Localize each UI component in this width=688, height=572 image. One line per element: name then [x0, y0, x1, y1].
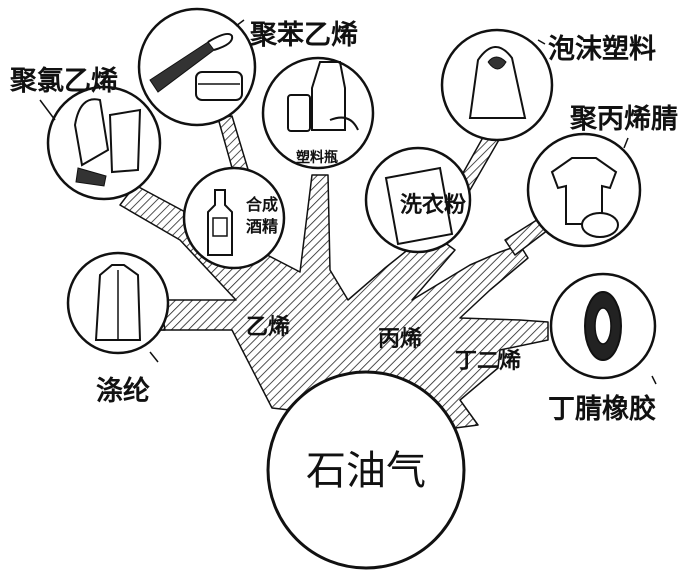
plastic-bottle-circle	[261, 56, 375, 170]
polystyrene-pointer	[235, 19, 245, 27]
synthetic-alcohol-label-1: 合成	[246, 195, 278, 214]
nitrile-rubber-circle	[549, 272, 657, 380]
detergent-label: 洗衣粉	[400, 192, 466, 218]
synthetic-alcohol-label-2: 酒精	[246, 217, 278, 236]
synthetic-alcohol-circle	[182, 166, 286, 270]
detergent-circle	[364, 146, 472, 254]
polyacrylonitrile-pointer	[623, 137, 629, 149]
polystyrene-circle	[137, 7, 257, 127]
pvc-label: 聚氯乙烯	[9, 65, 118, 97]
polyester-label: 涤纶	[96, 375, 150, 407]
foam-plastic-circle	[440, 28, 554, 142]
pvc-circle	[46, 85, 162, 201]
root-label: 石油气	[306, 448, 426, 494]
plastic-bottle-label: 塑料瓶	[296, 149, 338, 166]
foam-plastic-pointer	[537, 39, 546, 45]
polyester-circle	[66, 251, 170, 355]
pvc-pointer	[39, 99, 56, 121]
propylene-label: 丙烯	[378, 326, 422, 352]
butadiene-label: 丁二烯	[455, 348, 521, 374]
polystyrene-label: 聚苯乙烯	[249, 20, 358, 51]
polyacrylonitrile-circle	[526, 132, 642, 248]
foam-plastic-label: 泡沫塑料	[548, 33, 656, 65]
polyacrylonitrile-label: 聚丙烯腈	[569, 104, 678, 135]
root-node: 石油气	[266, 370, 466, 570]
polyester-pointer	[149, 351, 159, 363]
nitrile-rubber-label: 丁腈橡胶	[548, 393, 656, 425]
nitrile-rubber-pointer	[651, 375, 657, 385]
ethylene-label: 乙烯	[246, 314, 290, 340]
